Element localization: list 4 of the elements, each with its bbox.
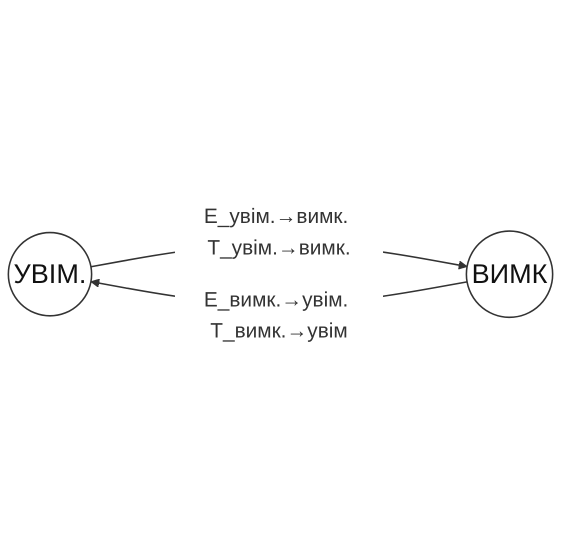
edge-label: E_вимк.→увім. T_вимк.→увім [204,289,348,344]
node-circle: УВІМ. [8,232,92,317]
edge-label: E_увім.→вимк. T_увім.→вимк. [204,206,351,260]
node-circle: ВИМК [466,230,554,318]
